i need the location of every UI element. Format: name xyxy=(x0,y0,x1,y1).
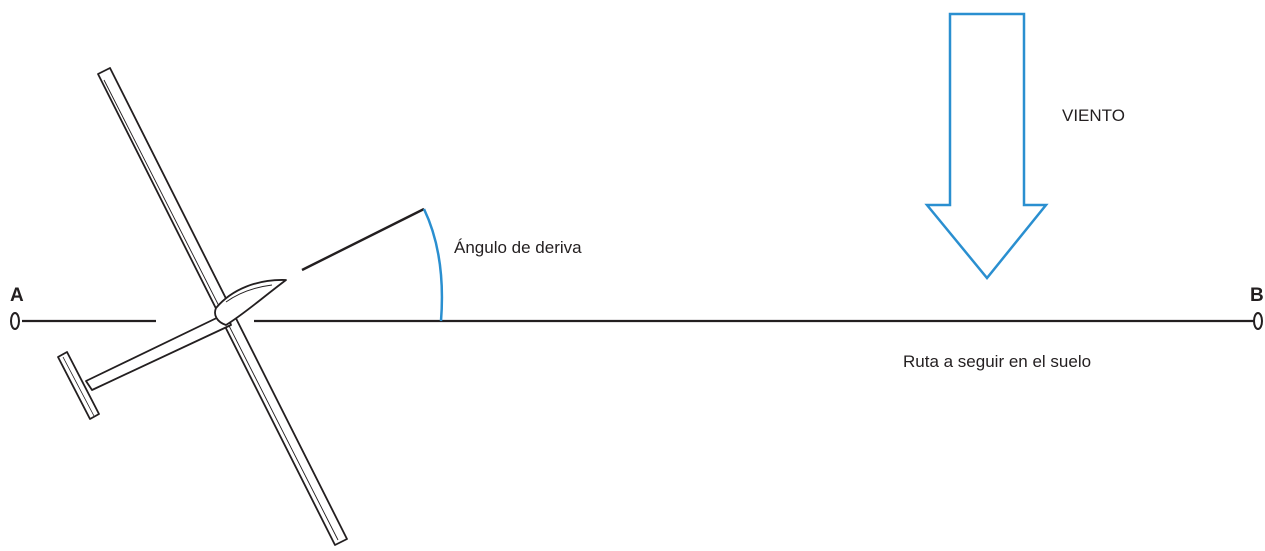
ground-track-label: Ruta a seguir en el suelo xyxy=(903,352,1092,371)
point-a-label: A xyxy=(10,285,24,306)
drift-angle-arc xyxy=(422,208,444,322)
drift-angle-label: Ángulo de deriva xyxy=(454,238,582,257)
point-a-marker xyxy=(10,312,20,330)
point-b-marker xyxy=(1253,312,1263,330)
heading-line xyxy=(301,207,425,272)
wind-label: VIENTO xyxy=(1062,106,1125,125)
wind-arrow-icon xyxy=(924,12,1049,280)
glider-icon xyxy=(57,67,348,546)
point-b-label: B xyxy=(1250,285,1264,306)
